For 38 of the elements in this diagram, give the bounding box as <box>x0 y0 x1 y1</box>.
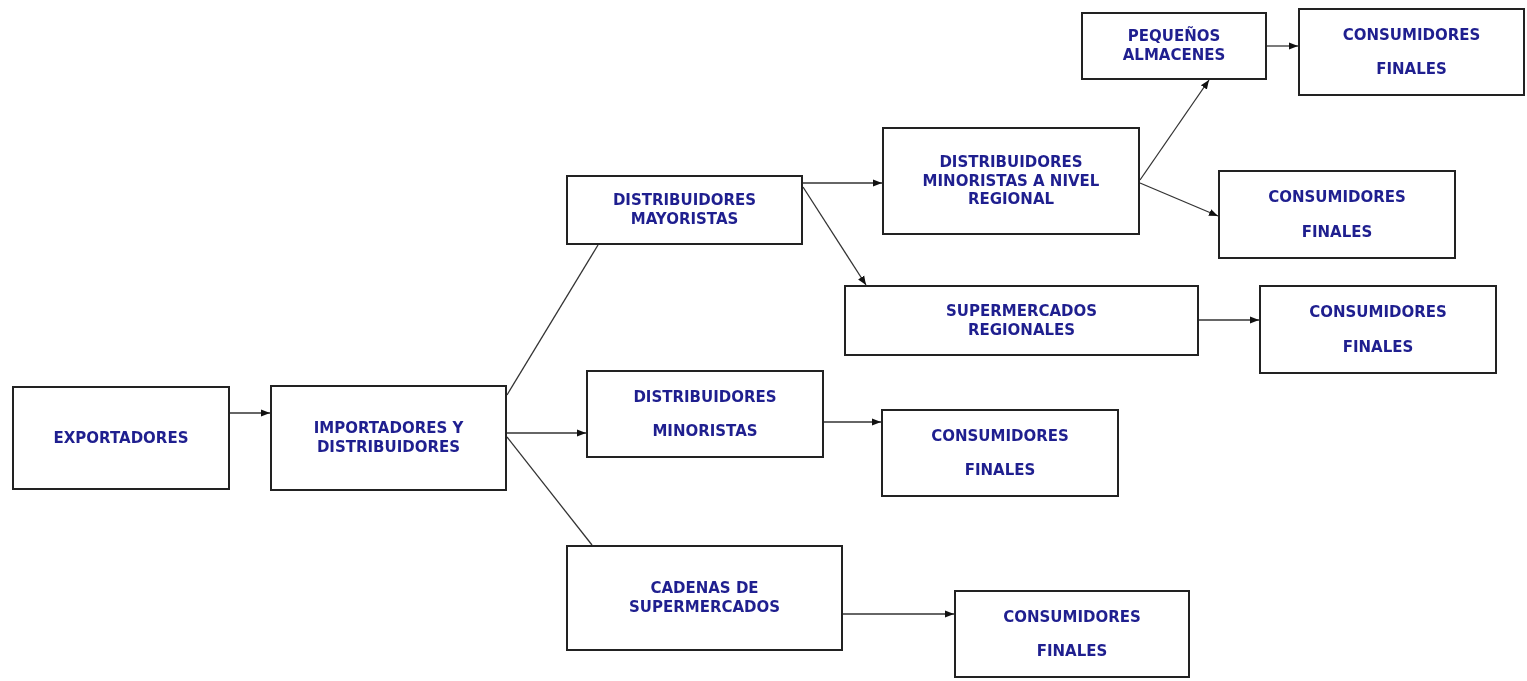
box-label: DISTRIBUIDORES MAYORISTAS <box>611 191 758 229</box>
process-box <box>1259 285 1497 374</box>
box-label: PEQUEÑOS ALMACENES <box>1121 27 1227 65</box>
box-label: CONSUMIDORES FINALES <box>1002 606 1142 662</box>
process-box <box>270 385 507 491</box>
arrow <box>802 186 867 286</box>
process-box <box>1298 8 1525 96</box>
arrow <box>1198 316 1260 324</box>
process-box <box>586 370 824 458</box>
arrow <box>1139 182 1219 217</box>
process-box <box>954 590 1190 678</box>
box-label: SUPERMERCADOS REGIONALES <box>944 301 1099 340</box>
arrow <box>802 179 883 187</box>
arrow <box>506 429 587 437</box>
arrow <box>1139 79 1210 181</box>
connector-line <box>506 436 593 546</box>
process-box <box>881 409 1119 497</box>
process-box <box>566 175 803 245</box>
arrow <box>842 610 955 618</box>
box-label: CONSUMIDORES FINALES <box>1267 187 1407 243</box>
arrow <box>823 418 882 426</box>
process-box <box>566 545 843 651</box>
box-label: IMPORTADORES Y DISTRIBUIDORES <box>312 419 465 457</box>
process-box <box>844 285 1199 356</box>
connector-line <box>506 244 599 396</box>
process-box <box>882 127 1140 235</box>
arrow <box>1266 42 1299 50</box>
box-label: DISTRIBUIDORES MINORISTAS A NIVEL REGIONAL <box>921 152 1101 210</box>
box-label: DISTRIBUIDORES MINORISTAS <box>632 386 778 442</box>
box-label: CONSUMIDORES FINALES <box>1308 302 1448 358</box>
process-box <box>1081 12 1267 80</box>
arrow <box>229 409 271 417</box>
box-label: CONSUMIDORES FINALES <box>1341 24 1482 80</box>
process-box <box>1218 170 1456 259</box>
process-box <box>12 386 230 490</box>
box-label: CONSUMIDORES FINALES <box>930 425 1070 481</box>
box-label: CADENAS DE SUPERMERCADOS <box>627 579 782 617</box>
box-label: EXPORTADORES <box>53 428 189 448</box>
